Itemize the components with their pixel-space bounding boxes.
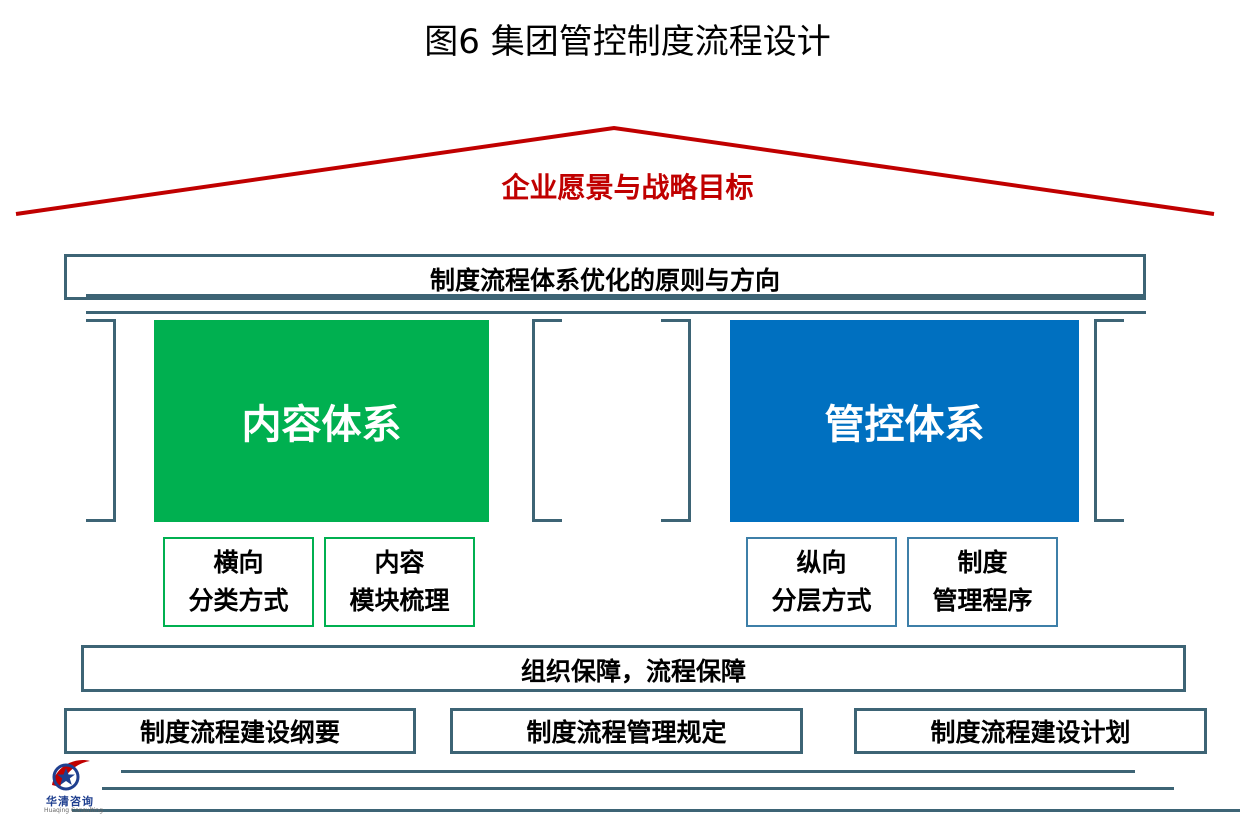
content-sub-2-line1: 内容 <box>374 548 425 577</box>
doc-regulation-label: 制度流程管理规定 <box>526 718 727 747</box>
control-sub-1-line2: 分层方式 <box>771 586 872 615</box>
principle-underline <box>86 294 1146 297</box>
control-sub-2: 制度 管理程序 <box>907 537 1058 627</box>
foundation-line-2 <box>102 787 1174 790</box>
content-sub-2-line2: 模块梳理 <box>349 586 450 615</box>
beam-line <box>86 311 1146 314</box>
doc-outline-label: 制度流程建设纲要 <box>139 718 340 747</box>
content-system-label: 内容体系 <box>241 402 402 448</box>
principle-label: 制度流程体系优化的原则与方向 <box>429 266 780 295</box>
foundation-line-1 <box>121 770 1135 773</box>
support-bar: 组织保障，流程保障 <box>81 645 1186 692</box>
company-logo-name: 华清咨询 <box>46 795 94 808</box>
control-sub-1-line1: 纵向 <box>796 548 847 577</box>
content-sub-1-line1: 横向 <box>213 548 264 577</box>
content-sub-1-line2: 分类方式 <box>188 586 289 615</box>
content-system-box: 内容体系 <box>154 320 489 522</box>
doc-plan-label: 制度流程建设计划 <box>930 718 1131 747</box>
foundation-line-3 <box>72 809 1240 812</box>
roof-shape <box>15 125 1215 216</box>
support-label: 组织保障，流程保障 <box>520 657 746 686</box>
doc-plan: 制度流程建设计划 <box>854 708 1207 754</box>
control-sub-2-line1: 制度 <box>957 548 1008 577</box>
page-title: 图6 集团管控制度流程设计 <box>424 22 831 62</box>
vision-label: 企业愿景与战略目标 <box>501 171 754 204</box>
principle-bar: 制度流程体系优化的原则与方向 <box>64 254 1146 300</box>
control-system-label: 管控体系 <box>824 402 985 448</box>
content-sub-1: 横向 分类方式 <box>163 537 314 627</box>
bracket-mid-right <box>661 319 691 522</box>
doc-regulation: 制度流程管理规定 <box>450 708 803 754</box>
bracket-mid-left <box>532 319 562 522</box>
doc-outline: 制度流程建设纲要 <box>64 708 416 754</box>
bracket-right-outer <box>1094 319 1124 522</box>
control-system-box: 管控体系 <box>730 320 1079 522</box>
bracket-left-outer <box>86 319 116 522</box>
company-logo-subtitle: Huaqing Consulting <box>44 807 103 814</box>
content-sub-2: 内容 模块梳理 <box>324 537 475 627</box>
company-logo-icon <box>52 760 90 791</box>
control-sub-2-line2: 管理程序 <box>932 586 1033 615</box>
control-sub-1: 纵向 分层方式 <box>746 537 897 627</box>
